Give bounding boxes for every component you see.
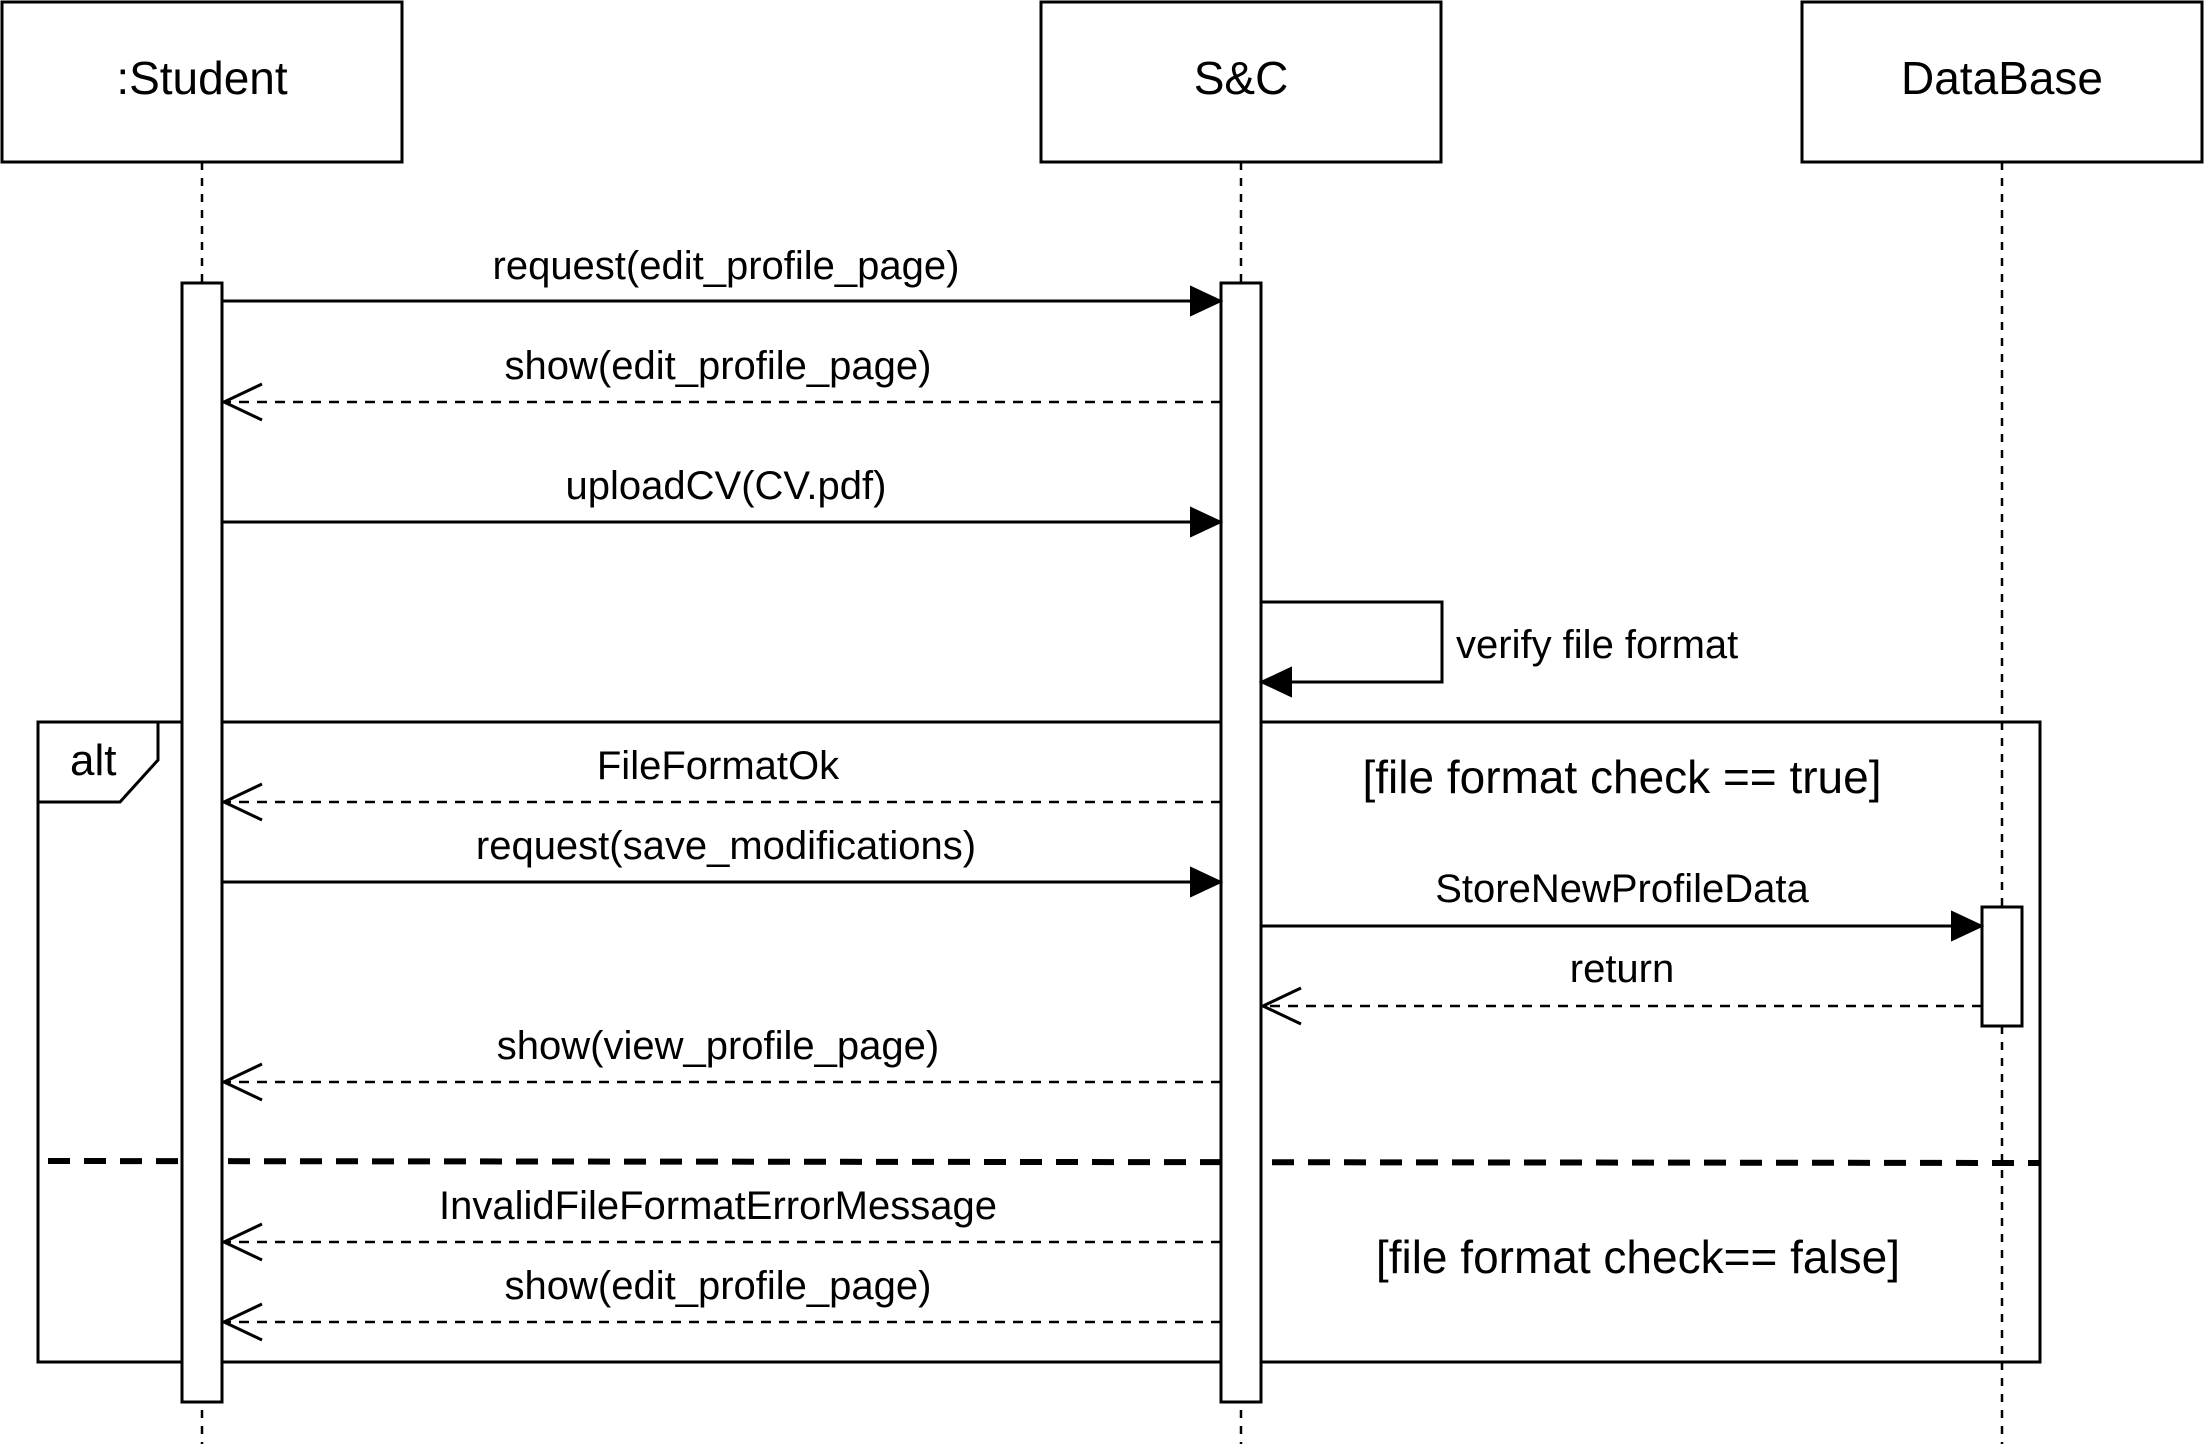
alt-separator (47, 1158, 2041, 1166)
message-show-view-profile-page: show(view_profile_page) (220, 1024, 1221, 1102)
participant-sc-label: S&C (1194, 52, 1289, 104)
message-show-edit-profile-page: show(edit_profile_page) (220, 344, 1221, 422)
participant-database: DataBase (1800, 0, 2204, 164)
participant-sc: S&C (1039, 0, 1443, 164)
message-label: StoreNewProfileData (1435, 867, 1809, 911)
activation-sc (1219, 281, 1263, 1404)
participant-student-label: :Student (116, 52, 288, 104)
message-request-edit-profile-page: request(edit_profile_page) (222, 244, 1224, 317)
message-show-edit-profile-page-error: show(edit_profile_page) (220, 1264, 1221, 1342)
alt-fragment: alt [file format check == true] [file fo… (36, 720, 2042, 1364)
message-label: verify file format (1456, 623, 1738, 667)
alt-operator-tab (38, 722, 160, 804)
message-return: return (1259, 947, 1982, 1026)
message-label: show(edit_profile_page) (505, 1264, 932, 1308)
alt-operator-label: alt (70, 736, 116, 785)
participant-database-label: DataBase (1901, 52, 2103, 104)
message-request-save-modifications: request(save_modifications) (222, 824, 1224, 898)
message-label: InvalidFileFormatErrorMessage (439, 1184, 997, 1228)
message-label: request(save_modifications) (476, 824, 976, 868)
message-label: FileFormatOk (597, 744, 840, 788)
message-verify-file-format: verify file format (1258, 600, 1738, 698)
message-label: show(edit_profile_page) (505, 344, 932, 388)
message-label: return (1570, 947, 1675, 991)
message-label: uploadCV(CV.pdf) (566, 464, 887, 508)
activation-database (1980, 905, 2024, 1028)
message-label: show(view_profile_page) (497, 1024, 939, 1068)
guard-true: [file format check == true] (1362, 751, 1881, 803)
activation-student (180, 281, 224, 1404)
participant-student: :Student (0, 0, 404, 164)
message-label: request(edit_profile_page) (493, 244, 960, 288)
message-invalid-file-format-error: InvalidFileFormatErrorMessage (220, 1184, 1221, 1262)
message-upload-cv: uploadCV(CV.pdf) (222, 464, 1224, 538)
guard-false: [file format check== false] (1376, 1231, 1900, 1283)
message-file-format-ok: FileFormatOk (220, 744, 1221, 822)
message-store-new-profile-data: StoreNewProfileData (1261, 867, 1985, 942)
